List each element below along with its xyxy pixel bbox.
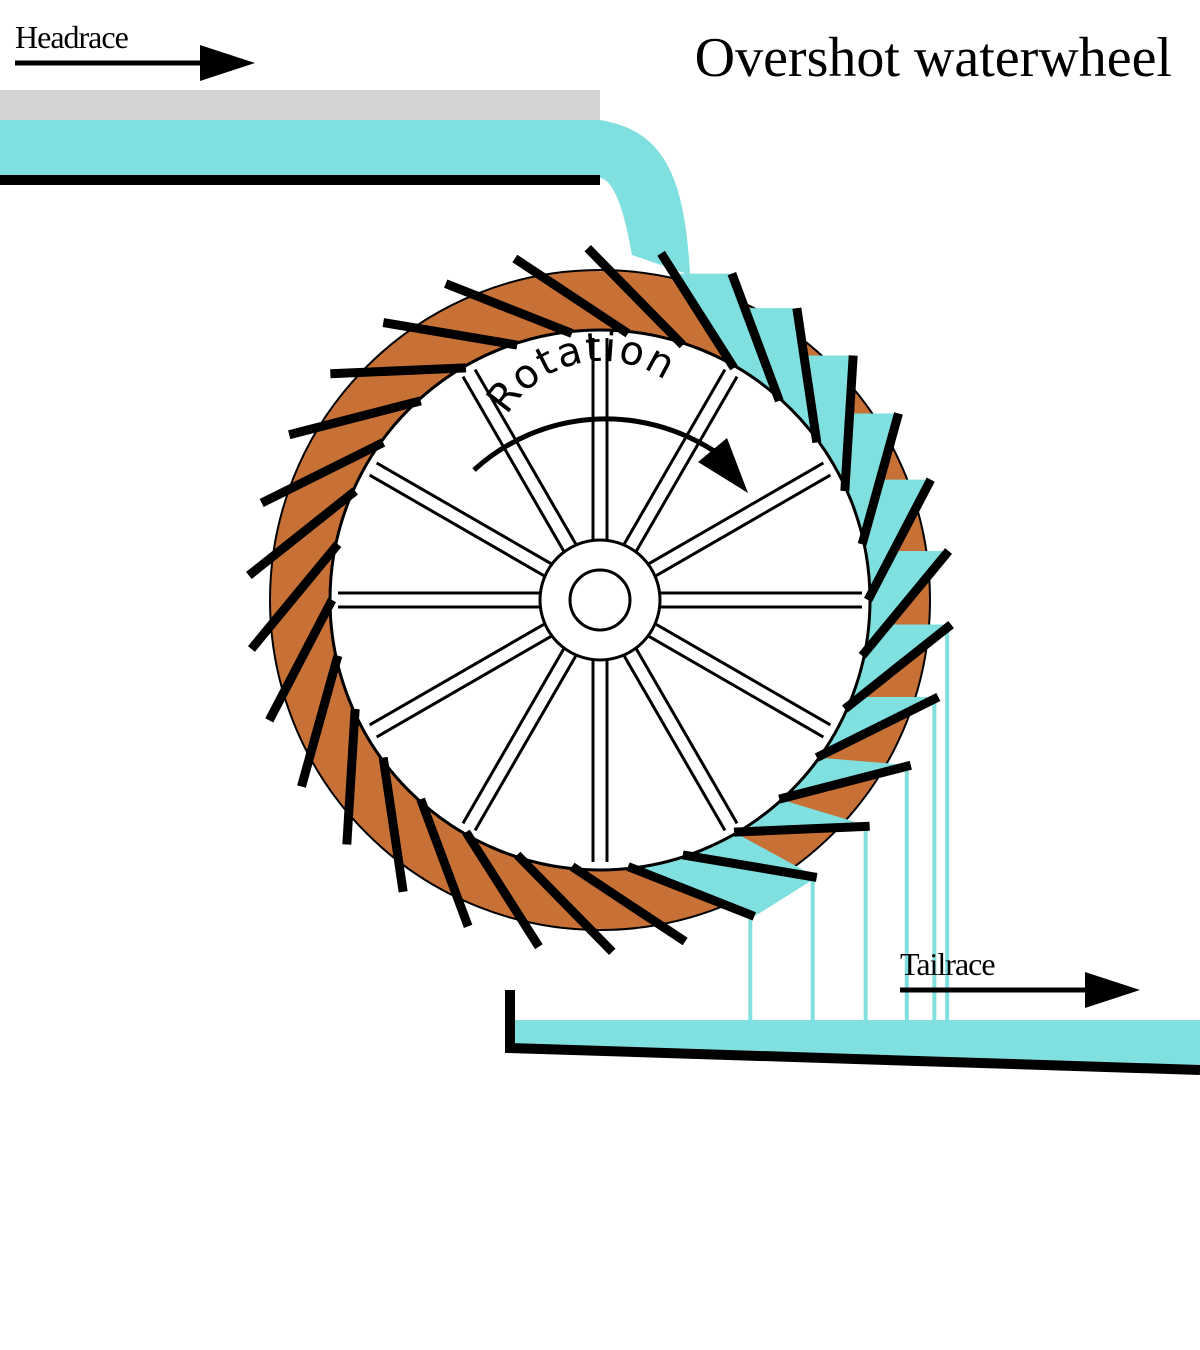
spoke-line <box>368 622 546 727</box>
blade <box>840 355 858 492</box>
spoke-line <box>647 634 825 739</box>
blade <box>378 756 408 893</box>
spoke-line <box>654 622 832 727</box>
blade <box>416 797 473 928</box>
spoke-line <box>375 461 553 566</box>
blade <box>626 862 756 921</box>
spoke-line <box>461 375 566 553</box>
blade <box>330 363 467 379</box>
wheel-spokes <box>338 338 862 862</box>
spoke-line <box>368 473 546 578</box>
falling-water-streams <box>748 624 950 1022</box>
spoke-line <box>654 473 832 578</box>
spoke-line <box>647 461 825 566</box>
blade <box>513 851 616 955</box>
blade <box>444 279 574 338</box>
blade <box>462 829 543 950</box>
bucket-water-fill <box>674 273 780 401</box>
blade <box>288 396 422 440</box>
blade <box>584 245 687 349</box>
rotation-arrow-arc <box>472 416 722 472</box>
blade <box>247 541 342 652</box>
blade <box>858 548 953 659</box>
spoke-line <box>634 647 739 825</box>
blade <box>814 692 941 762</box>
rotation-arrowhead-icon <box>698 438 748 493</box>
blade <box>265 597 336 723</box>
blade <box>342 708 360 845</box>
blade <box>512 254 631 338</box>
blade <box>857 412 903 546</box>
tailrace-arrowhead-icon <box>1085 972 1140 1008</box>
blade <box>842 621 954 713</box>
headrace-label: Headrace <box>15 19 129 55</box>
blade <box>864 477 935 603</box>
tailrace-water <box>515 1020 1200 1068</box>
headrace-arrowhead-icon <box>200 45 255 81</box>
headrace-water <box>0 120 690 275</box>
blade <box>569 862 688 946</box>
blade <box>682 850 818 882</box>
blade <box>382 318 518 350</box>
blade <box>259 438 386 508</box>
spoke-line <box>473 654 578 832</box>
blade <box>297 654 343 788</box>
blade <box>792 307 822 444</box>
headrace-cover <box>0 90 600 120</box>
spoke-line <box>622 368 727 546</box>
blade <box>246 487 358 579</box>
diagram-title: Overshot waterwheel <box>695 27 1172 89</box>
wheel-blades <box>246 245 954 955</box>
spoke-line <box>375 634 553 739</box>
wheel-axle <box>568 568 632 632</box>
blade <box>727 272 784 403</box>
spoke-line <box>473 368 578 546</box>
tailrace-floor <box>505 990 1200 1075</box>
headrace-floor <box>0 175 600 185</box>
spoke-line <box>622 654 727 832</box>
bucket-water-fill <box>803 355 854 491</box>
spoke-line <box>461 647 566 825</box>
blade <box>657 250 738 371</box>
blade <box>733 821 870 837</box>
blade <box>778 760 912 804</box>
tailrace-label: Tailrace <box>900 946 995 982</box>
spoke-line <box>634 375 739 553</box>
